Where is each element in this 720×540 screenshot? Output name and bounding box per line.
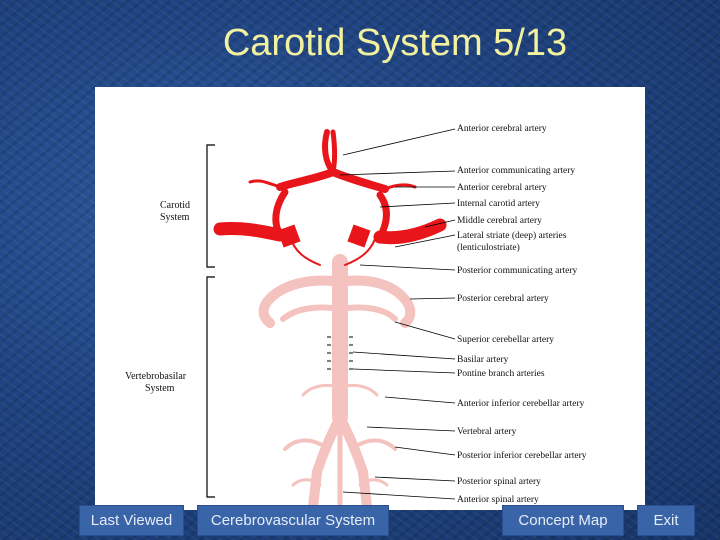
label-anterior-communicating-artery: Anterior communicating artery: [457, 166, 575, 176]
artery-diagram-svg: Carotid System Vertebrobasilar System: [95, 87, 645, 510]
vertebrobasilar-bracket: [207, 277, 215, 497]
vertebrobasilar-group-label-1: Vertebrobasilar: [125, 371, 187, 382]
label-anterior-spinal-artery: Anterior spinal artery: [457, 495, 539, 505]
label-posterior-inferior-cerebellar-artery: Posterior inferior cerebellar artery: [457, 450, 587, 461]
slide-title: Carotid System 5/13: [0, 22, 720, 65]
last-viewed-button[interactable]: Last Viewed: [79, 505, 184, 536]
right-carotid-stump: [347, 224, 370, 247]
brain-artery-diagram: Carotid System Vertebrobasilar System: [95, 87, 645, 510]
vertebrobasilar-vessels: [264, 262, 411, 507]
carotid-bracket: [207, 145, 215, 267]
label-anterior-inferior-cerebellar-artery: Anterior inferior cerebellar artery: [457, 398, 585, 409]
label-internal-carotid-artery: Internal carotid artery: [457, 199, 540, 209]
label-posterior-spinal-artery: Posterior spinal artery: [457, 477, 541, 487]
left-carotid-stump: [277, 224, 300, 247]
concept-map-button[interactable]: Concept Map: [502, 505, 624, 536]
label-anterior-cerebral-artery: Anterior cerebral artery: [457, 124, 547, 134]
carotid-group-label-1: Carotid: [160, 200, 190, 211]
label-pontine-branch-arteries: Pontine branch arteries: [457, 369, 545, 379]
label-superior-cerebellar-artery: Superior cerebellar artery: [457, 335, 554, 345]
label-lenticulostriate: (lenticulostriate): [457, 242, 520, 253]
label-vertebral-artery: Vertebral artery: [457, 427, 517, 437]
label-middle-cerebral-artery: Middle cerebral artery: [457, 216, 542, 226]
vertebrobasilar-group-label-2: System: [145, 383, 175, 394]
label-posterior-cerebral-artery: Posterior cerebral artery: [457, 294, 549, 304]
label-basilar-artery: Basilar artery: [457, 355, 509, 365]
cerebrovascular-system-button[interactable]: Cerebrovascular System: [197, 505, 389, 536]
label-lateral-striate-arteries: Lateral striate (deep) arteries: [457, 230, 567, 241]
label-anterior-cerebral-artery-2: Anterior cerebral artery: [457, 183, 547, 193]
carotid-group-label-2: System: [160, 212, 190, 223]
label-posterior-communicating-artery: Posterior communicating artery: [457, 266, 578, 276]
carotid-vessels: [220, 132, 440, 265]
exit-button[interactable]: Exit: [637, 505, 695, 536]
